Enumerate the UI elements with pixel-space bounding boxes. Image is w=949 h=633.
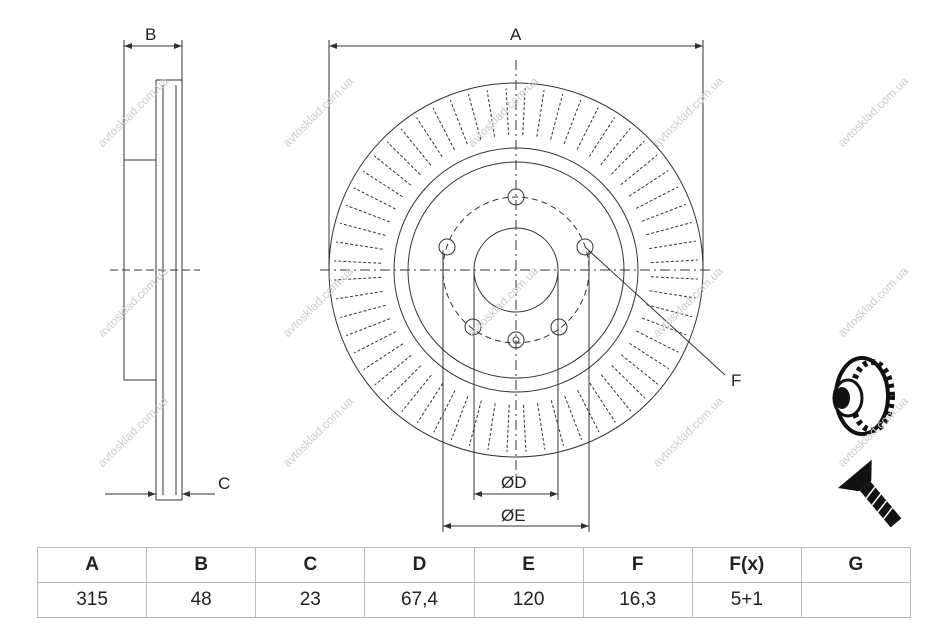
vent-slot <box>650 276 698 280</box>
vent-slot <box>641 203 686 222</box>
vent-slot <box>467 94 482 140</box>
value-cell: 48 <box>146 582 257 618</box>
header-cell: F(x) <box>691 547 802 583</box>
header-cell: A <box>36 547 148 583</box>
vent-slot <box>611 364 646 399</box>
vent-slot <box>620 154 658 186</box>
label-f: F <box>731 371 741 390</box>
vent-slot <box>506 404 510 452</box>
vent-slot <box>334 260 382 264</box>
vent-slot <box>336 290 383 300</box>
vent-slot <box>346 318 391 337</box>
label-d: ØD <box>501 473 527 492</box>
vent-slot <box>416 117 443 158</box>
value-cell: 16,3 <box>582 582 693 618</box>
header-cell: D <box>364 547 475 583</box>
vent-slot <box>362 170 403 198</box>
header-cell: B <box>146 547 257 583</box>
vent-slot <box>563 99 582 145</box>
vent-slot <box>649 290 696 299</box>
vent-slot <box>433 390 456 433</box>
vent-slot <box>589 382 616 423</box>
vent-slot <box>522 88 526 136</box>
vent-slot <box>646 221 692 236</box>
vent-slot <box>432 107 455 151</box>
side-view <box>105 40 215 501</box>
vent-slot <box>588 116 616 157</box>
header-cell: F <box>582 547 693 583</box>
screw-icon <box>838 459 902 528</box>
brake-disc-icon <box>832 356 895 436</box>
vent-slot <box>336 241 383 250</box>
vent-slot <box>628 170 669 197</box>
label-c: C <box>218 474 230 493</box>
vent-slot <box>468 400 482 447</box>
vent-slot <box>649 240 696 250</box>
value-cell <box>800 582 912 618</box>
header-cell: C <box>255 547 366 583</box>
vent-slot <box>550 400 565 446</box>
vent-slot <box>600 374 632 412</box>
label-e: ØE <box>501 506 526 525</box>
header-cell: E <box>473 547 584 583</box>
vent-slot <box>400 128 432 166</box>
vent-slot <box>536 90 545 137</box>
vent-slot <box>636 330 679 353</box>
vent-slot <box>353 331 397 354</box>
vent-slot <box>363 343 404 370</box>
label-b: B <box>145 25 156 44</box>
value-cell: 5+1 <box>691 582 802 618</box>
vent-slot <box>449 100 468 145</box>
vent-slot <box>610 140 645 175</box>
vent-slot <box>576 107 599 150</box>
vent-slot <box>635 186 679 209</box>
vent-slot <box>650 259 698 264</box>
vent-slot <box>505 88 510 136</box>
vent-slot <box>353 187 396 210</box>
vent-slot <box>450 395 469 441</box>
vent-slot <box>416 383 444 424</box>
vent-slot <box>486 90 496 137</box>
vent-slot <box>387 365 422 400</box>
vent-slot <box>487 403 496 450</box>
vent-slot <box>339 222 386 236</box>
value-cell: 67,4 <box>364 582 475 618</box>
vent-slot <box>374 354 412 386</box>
vent-slot <box>646 304 693 318</box>
vent-slot <box>536 403 546 450</box>
vent-slot <box>401 374 432 413</box>
vent-slot <box>564 395 583 440</box>
vent-slot <box>345 204 391 223</box>
vent-slot <box>600 127 631 166</box>
vent-slot <box>373 155 412 186</box>
label-a: A <box>510 25 522 44</box>
vent-slot <box>629 342 670 370</box>
value-cell: 315 <box>36 582 148 618</box>
vent-slot <box>334 276 382 281</box>
front-view <box>320 40 726 532</box>
vent-slot <box>386 141 421 176</box>
vent-slot <box>550 93 564 140</box>
vent-slot <box>620 354 659 385</box>
value-cell: 23 <box>255 582 366 618</box>
vent-slot <box>577 389 600 433</box>
header-cell: G <box>800 547 912 583</box>
vent-slot <box>340 304 386 319</box>
vent-slot <box>522 404 527 452</box>
vent-slot <box>641 317 687 336</box>
value-cell: 120 <box>473 582 584 618</box>
